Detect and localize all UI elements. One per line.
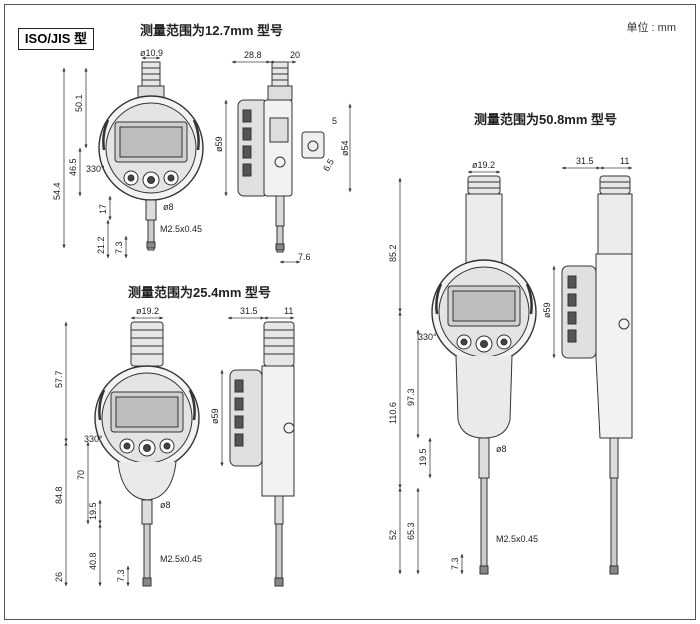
drawing-frame	[4, 4, 696, 620]
m1-h-overall: 54.4	[52, 182, 62, 200]
model-12-7-front-view	[98, 61, 204, 251]
m2-h-mid: 70	[76, 470, 86, 480]
m3-d-top: ø19.2	[472, 160, 495, 170]
m1-thread: M2.5x0.45	[160, 224, 202, 234]
model-title-25-4: 测量范围为25.4mm 型号	[128, 285, 272, 300]
m2-angle: 330°	[84, 434, 103, 444]
m1-w-depth: 28.8	[244, 50, 262, 60]
model-25-4-front-view	[94, 321, 200, 587]
model-12-7-side-view	[237, 61, 325, 253]
m3-angle: 330°	[418, 332, 437, 342]
m2-w-depth: 31.5	[240, 306, 258, 316]
m3-w-depth: 31.5	[576, 156, 594, 166]
model-title-12-7: 测量范围为12.7mm 型号	[140, 23, 284, 38]
m2-dia-face: ø59	[210, 408, 220, 424]
standard-label: ISO/JIS 型	[18, 28, 94, 50]
model-title-50-8: 测量范围为50.8mm 型号	[474, 112, 618, 127]
m2-w-back: 11	[284, 306, 293, 316]
m3-h-pt: 7.3	[450, 557, 460, 570]
m2-h-stem: 19.5	[88, 502, 98, 520]
m3-h-overall: 110.6	[388, 402, 398, 424]
m1-d-tip: 7.6	[298, 252, 311, 262]
m2-h-tip: 40.8	[88, 552, 98, 570]
m2-stem: ø8	[160, 500, 171, 510]
m1-h-lug: 5	[332, 116, 337, 126]
m1-h-top: 50.1	[74, 94, 84, 112]
m1-w-lug: 6.5	[321, 157, 336, 173]
model-50-8-front-view	[431, 175, 537, 575]
m1-stem: ø8	[163, 202, 174, 212]
m1-h-pt: 7.3	[114, 241, 124, 254]
m3-dia-face: ø59	[542, 302, 552, 318]
m3-h-travel: 52	[388, 530, 398, 540]
m1-h-stem: 17	[98, 204, 108, 214]
model-50-8-side-view	[561, 175, 633, 575]
model-25-4-side-view	[229, 321, 295, 587]
dimension-lines	[62, 56, 633, 587]
m3-thread: M2.5x0.45	[496, 534, 538, 544]
m1-h-face: 46.5	[68, 158, 78, 176]
m3-stem: ø8	[496, 444, 507, 454]
unit-label: 单位 : mm	[626, 22, 677, 34]
m2-h-travel: 26	[54, 572, 64, 582]
m3-h-tip: 65.3	[406, 522, 416, 540]
m3-h-mid: 97.3	[406, 388, 416, 406]
m3-w-back: 11	[620, 156, 629, 166]
m3-h-stem: 19.5	[418, 448, 428, 466]
m1-w-back: 20	[290, 50, 300, 60]
m2-d-top: ø19.2	[136, 306, 159, 316]
m2-thread: M2.5x0.45	[160, 554, 202, 564]
m1-d-top: ø10.9	[140, 48, 163, 58]
m2-h-overall: 84.8	[54, 486, 64, 504]
m1-dia-face: ø59	[214, 136, 224, 152]
m2-h-pt: 7.3	[116, 569, 126, 582]
m3-h-top: 85.2	[388, 244, 398, 262]
m1-h-tip: 21.2	[96, 236, 106, 254]
m1-dia-back: ø54	[340, 140, 350, 156]
m1-angle: 330°	[86, 164, 105, 174]
m2-h-top: 57.7	[54, 370, 64, 388]
